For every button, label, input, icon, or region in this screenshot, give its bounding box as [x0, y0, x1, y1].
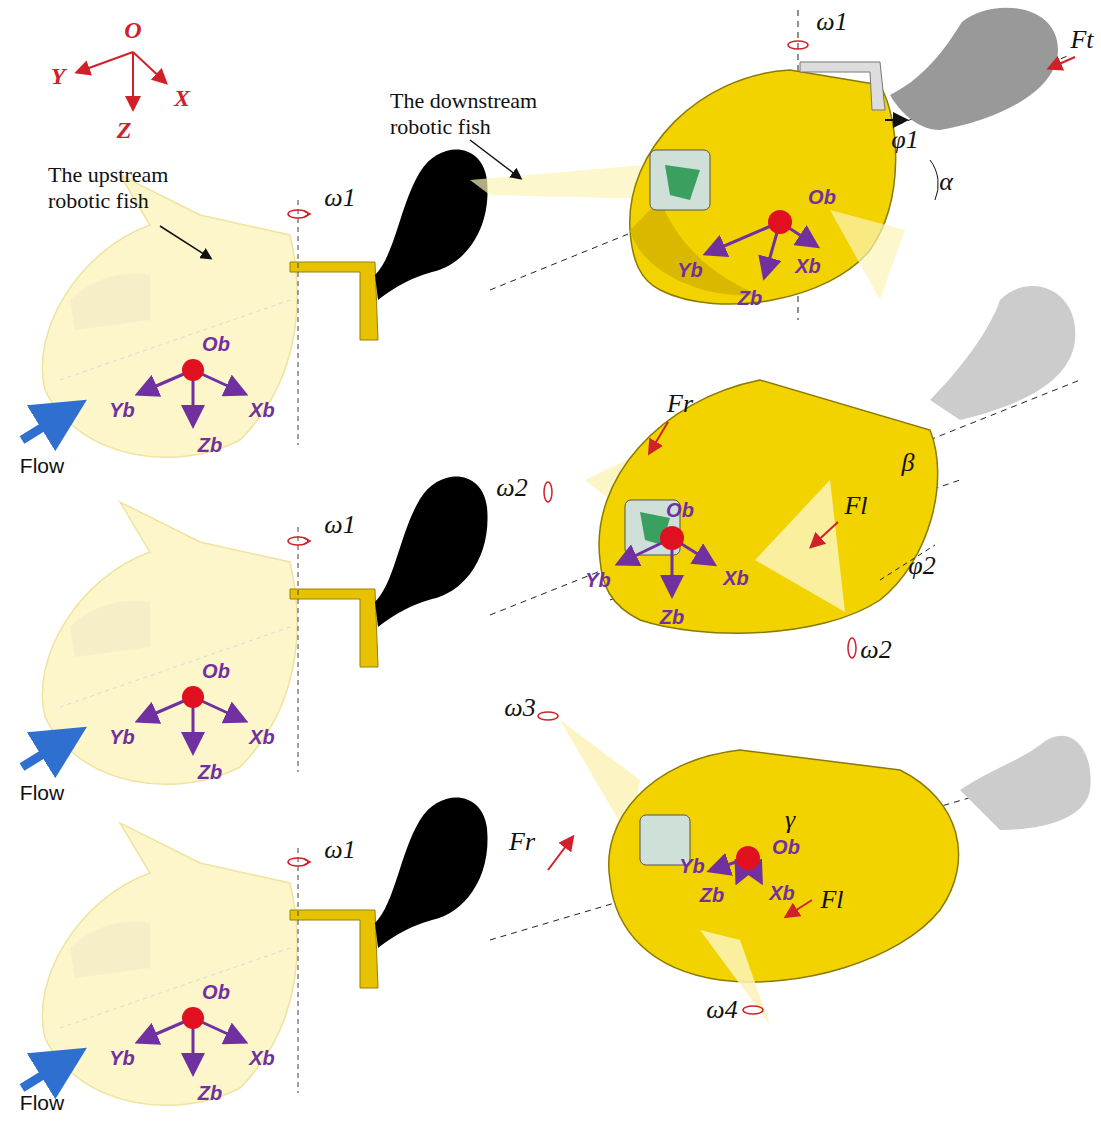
downstream-fish-2 [660, 526, 684, 550]
flow-label: Flow [20, 1091, 64, 1114]
downstream-fish-1 [650, 150, 710, 210]
axis-label: O [124, 17, 141, 43]
body-axis-label: Yb [585, 569, 611, 591]
body-axis-label: Xb [249, 726, 275, 748]
symbol-label: φ2 [908, 552, 935, 581]
upstream-fish-2 [22, 477, 488, 785]
callout-text: The upstream robotic fish [48, 162, 223, 215]
symbol-label: ω1 [324, 511, 355, 540]
downstream-fish-2 [755, 480, 845, 612]
body-axis-label: Ob [808, 186, 836, 208]
symbol-label: ω2 [496, 474, 527, 503]
downstream-fish-1 [890, 8, 1058, 130]
body-axis-label: Ob [202, 333, 230, 355]
downstream-fish-2 [930, 286, 1075, 420]
body-axis-label: Ob [772, 836, 800, 858]
symbol-label: Fl [844, 492, 867, 521]
upstream-fish-3 [22, 798, 488, 1106]
symbol-label: Fr [509, 828, 535, 857]
upstream-fish-1 [22, 150, 488, 458]
symbol-label: ω1 [324, 836, 355, 865]
body-axis-label: Zb [738, 287, 762, 309]
body-axis-label: Ob [202, 981, 230, 1003]
body-axis-label: Yb [109, 1047, 135, 1069]
axis-label: Z [117, 117, 132, 143]
world-axes [132, 52, 134, 108]
callout-arrows [470, 140, 520, 178]
symbol-label: ω1 [816, 8, 847, 37]
downstream-fish-3 [743, 1006, 763, 1014]
downstream-fish-3 [700, 930, 770, 1025]
downstream-fish-2 [812, 522, 838, 546]
symbol-label: β [902, 449, 915, 478]
downstream-fish-3 [609, 750, 959, 982]
body-axis-label: Zb [198, 1082, 222, 1104]
symbol-label: φ1 [891, 126, 918, 155]
world-axes [78, 52, 165, 108]
body-axis-label: Zb [660, 606, 684, 628]
symbol-label: γ [785, 806, 795, 835]
callout-arrows [160, 140, 520, 258]
downstream-fish-3 [538, 712, 558, 720]
symbol-label: ω4 [706, 996, 737, 1025]
body-axis-label: Zb [198, 761, 222, 783]
downstream-fish-1 [1050, 57, 1075, 68]
world-axes [133, 52, 165, 82]
symbol-label: α [939, 168, 953, 197]
downstream-fish-1 [788, 41, 808, 49]
flow-label: Flow [20, 454, 64, 477]
body-axis-label: Xb [249, 399, 275, 421]
axis-label: X [174, 85, 190, 111]
downstream-fish-1 [630, 200, 760, 296]
body-axis-label: Xb [795, 255, 821, 277]
downstream-fish-1 [800, 62, 885, 110]
downstream-fish-3 [960, 736, 1091, 830]
body-axis-label: Ob [666, 499, 694, 521]
symbol-label: Fr [667, 390, 693, 419]
downstream-fish-2 [880, 545, 935, 580]
symbol-label: ω2 [860, 636, 891, 665]
downstream-fish-1 [630, 70, 896, 304]
body-axis-label: Yb [677, 259, 703, 281]
downstream-fish-1 [768, 210, 792, 234]
body-axis-label: Yb [109, 726, 135, 748]
body-axis-label: Xb [723, 567, 749, 589]
symbol-label: Ft [1070, 26, 1093, 55]
downstream-fish-3 [538, 712, 1091, 1025]
downstream-fish-1 [885, 119, 905, 121]
body-axis-label: Xb [249, 1047, 275, 1069]
downstream-fish-1 [470, 8, 1075, 304]
downstream-fish-2 [599, 380, 938, 633]
downstream-fish-2 [544, 482, 552, 502]
body-axis-label: Yb [109, 399, 135, 421]
body-axis-label: Yb [679, 855, 705, 877]
body-axis-label: Ob [202, 660, 230, 682]
symbol-label: ω3 [504, 694, 535, 723]
downstream-fish-2 [544, 286, 1075, 658]
body-axis-label: Zb [198, 434, 222, 456]
axis-label: Y [51, 63, 66, 89]
downstream-fish-2 [650, 422, 668, 452]
symbol-label: ω1 [324, 184, 355, 213]
downstream-fish-2 [848, 638, 856, 658]
downstream-fish-1 [665, 165, 700, 200]
callout-text: The downstream robotic fish [390, 88, 560, 141]
downstream-fish-3 [548, 838, 572, 870]
downstream-fish-1 [830, 210, 905, 300]
callout-arrows [160, 226, 210, 258]
body-axis-label: Zb [700, 884, 724, 906]
downstream-fish-3 [736, 846, 760, 870]
symbol-label: Fl [820, 886, 843, 915]
body-axis-label: Xb [769, 882, 795, 904]
world-axes [78, 52, 133, 72]
flow-label: Flow [20, 781, 64, 804]
downstream-fish-1 [930, 160, 938, 200]
